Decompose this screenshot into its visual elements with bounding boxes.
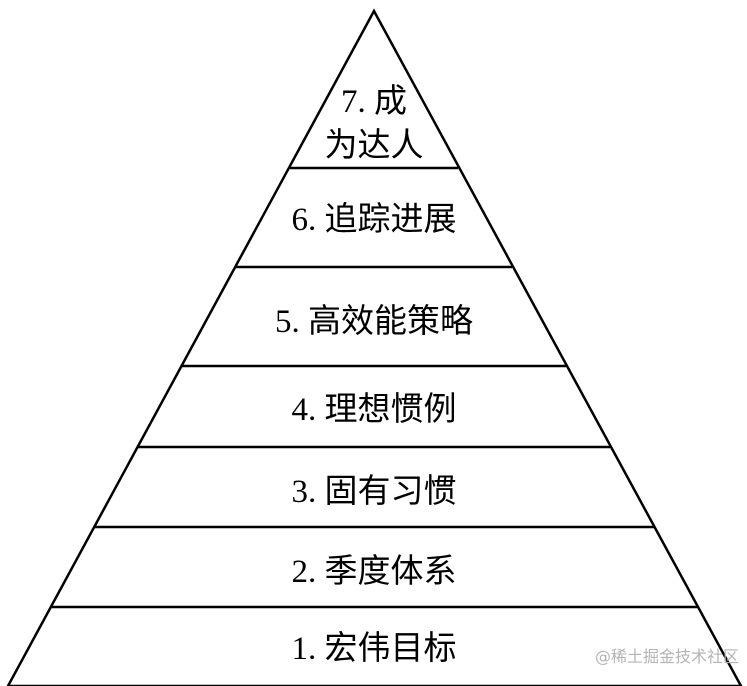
level-7-label-line1: 7. 成 xyxy=(341,83,407,120)
level-2-label: 2. 季度体系 xyxy=(292,553,457,590)
watermark-text: @稀土掘金技术社区 xyxy=(595,647,739,666)
level-4-label: 4. 理想惯例 xyxy=(292,391,457,428)
level-7-label-line2: 为达人 xyxy=(325,127,424,164)
level-3-label: 3. 固有习惯 xyxy=(292,473,457,510)
level-1-label: 1. 宏伟目标 xyxy=(292,630,457,667)
pyramid-outline xyxy=(6,8,743,686)
level-5-label: 5. 高效能策略 xyxy=(275,303,473,340)
level-6-label: 6. 追踪进展 xyxy=(292,201,457,238)
